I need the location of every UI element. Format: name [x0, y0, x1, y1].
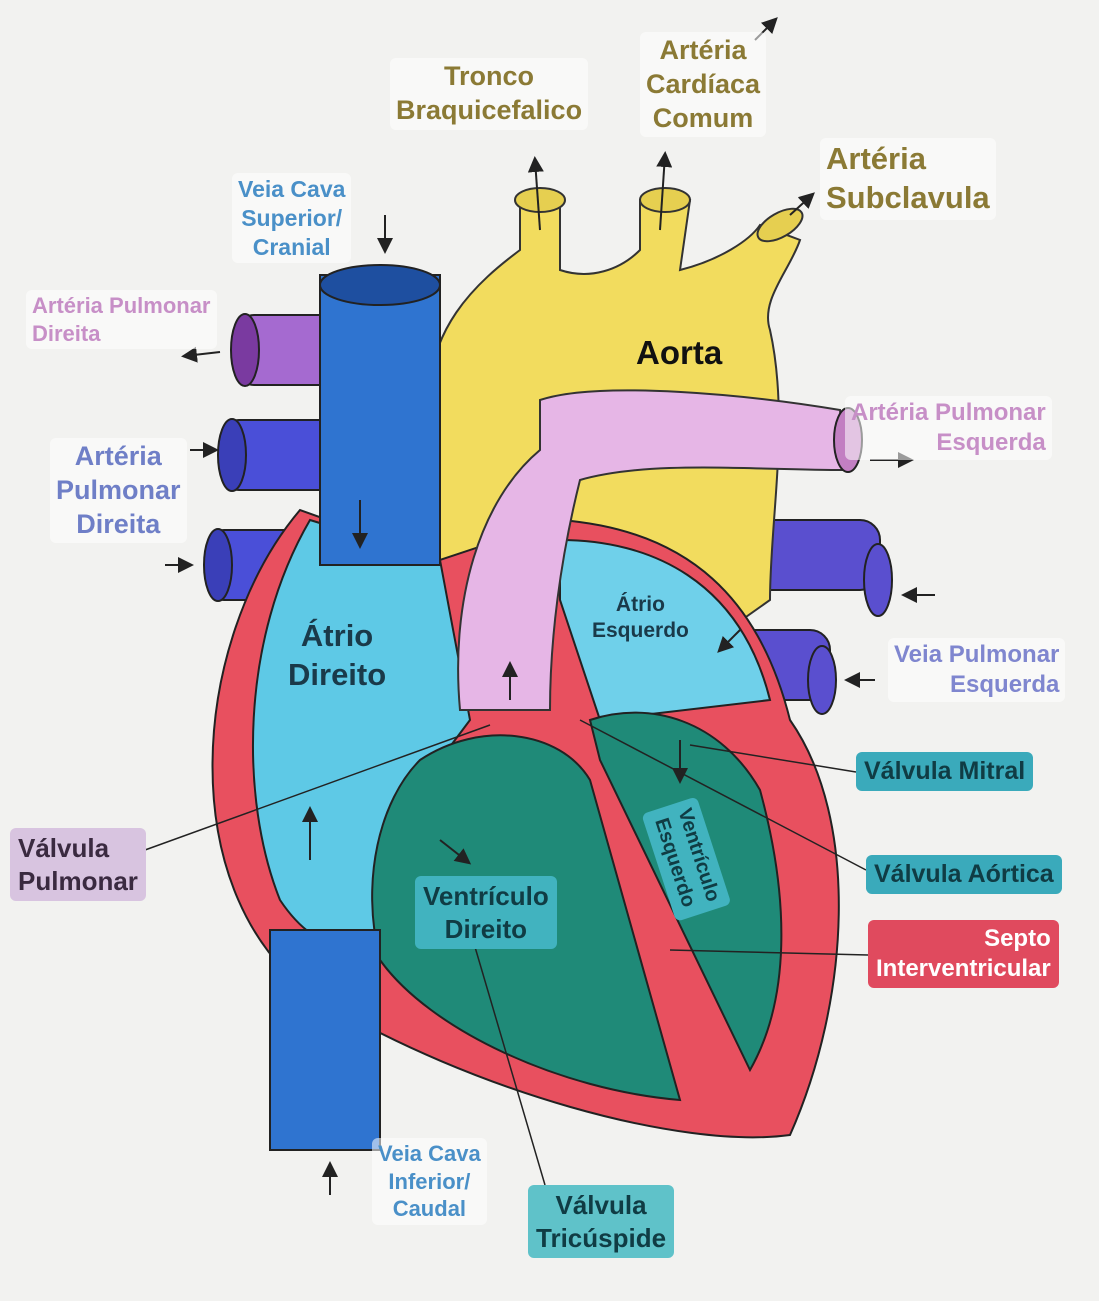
label-line: Ventrículo — [423, 881, 549, 911]
left-atrium — [559, 538, 772, 722]
label-line: Esquerda — [936, 429, 1046, 456]
leader-lines — [144, 719, 869, 1186]
label-line: Artéria — [659, 35, 747, 65]
label-line: Esquerdo — [592, 619, 689, 643]
pulmonary-trunk — [457, 389, 847, 711]
label-line: Cardíaca — [646, 68, 761, 99]
label-line: Esquerda — [950, 671, 1060, 698]
label-line: Inferior/ — [388, 1168, 471, 1194]
label-line: Direita — [76, 508, 161, 539]
label-line: Tricúspide — [536, 1222, 667, 1253]
label-line: Artéria Pulmonar — [851, 399, 1046, 426]
label-valvula-mitral: Válvula Mitral — [856, 752, 1034, 792]
label-line: Átrio — [615, 593, 665, 616]
label-line: Átrio — [300, 618, 374, 653]
label-line: Artéria — [74, 441, 162, 471]
label-line: Braquicefalico — [396, 94, 583, 125]
label-valvula-aortica: Válvula Aórtica — [866, 855, 1062, 895]
label-line: Pulmonar — [18, 865, 138, 896]
vena-cava-inferior — [269, 929, 381, 1151]
label-line: Direita — [32, 320, 101, 346]
label-line: Veia Cava — [378, 1141, 481, 1166]
flow-arrows — [165, 17, 935, 1195]
vena-cava-superior — [319, 274, 441, 566]
label-line: Artéria Pulmonar — [32, 293, 211, 318]
label-line: Direito — [288, 656, 387, 692]
label-line: Comum — [652, 102, 754, 133]
label-line: Tronco — [444, 61, 535, 91]
label-line: Pulmonar — [56, 474, 181, 505]
label-line: Septo — [984, 925, 1051, 952]
label-line: Superior/ — [241, 204, 343, 231]
label-line: Veia Pulmonar — [894, 641, 1060, 668]
label-line: Caudal — [392, 1196, 467, 1221]
label-line: Artéria — [826, 141, 926, 176]
label-line: Interventricular — [876, 955, 1051, 982]
label-line: Válvula — [555, 1190, 647, 1220]
label-line: Cranial — [252, 233, 331, 260]
label-line: Válvula — [18, 833, 110, 863]
label-aorta: Aorta — [636, 334, 723, 371]
label-line: Veia Cava — [238, 176, 346, 202]
label-line: Direito — [444, 913, 528, 944]
label-line: Subclavula — [826, 179, 990, 215]
